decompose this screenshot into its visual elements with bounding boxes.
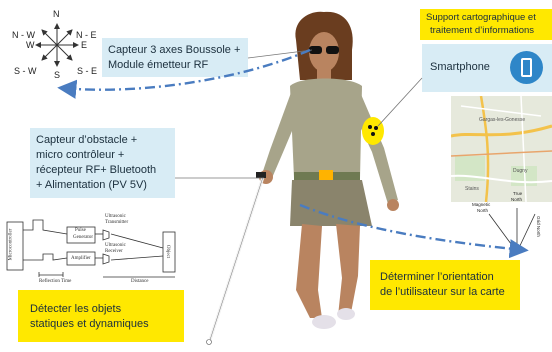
compass-label-s: S xyxy=(54,70,61,80)
compass-arrows xyxy=(35,23,79,67)
compass-label-nw: N - W xyxy=(12,30,35,40)
armband xyxy=(362,117,384,145)
circuit-receiver-2: Receiver xyxy=(105,249,123,254)
support-box: Support cartographique et traitement d’i… xyxy=(420,9,552,40)
capteur-obstacle-line3: récepteur RF+ Bluetooth xyxy=(36,164,157,176)
circuit-pulse-generator-1: Pulse xyxy=(75,228,86,233)
compass-label-e: E xyxy=(81,40,88,50)
arrow-to-compass xyxy=(57,48,311,99)
skirt-shape xyxy=(290,180,372,226)
smartphone-box: Smartphone xyxy=(422,44,552,92)
left-arm xyxy=(262,90,300,178)
circuit-receiver-1: Ultrasonic xyxy=(105,243,126,248)
capteur-boussole-line1: Capteur 3 axes Boussole + xyxy=(108,44,241,56)
capteur-obstacle-box: Capteur d’obstacle + micro contrôleur + … xyxy=(30,128,175,198)
map-label-1: Gargas-les-Gonesse xyxy=(479,117,526,123)
detecter-line1: Détecter les objets xyxy=(30,303,122,315)
circuit-amplifier: Amplifier xyxy=(71,256,91,261)
right-leg xyxy=(336,224,360,318)
compass-label-w: W xyxy=(26,40,35,50)
belt-sensor xyxy=(319,170,333,182)
compass-label-se: S - E xyxy=(77,66,98,76)
true-north-1: True xyxy=(513,191,523,196)
arrow-to-north xyxy=(299,203,529,259)
orientation-line2: de l’utilisateur sur la carte xyxy=(380,286,505,298)
sweater-shape xyxy=(290,78,362,178)
orientation-line1: Déterminer l’orientation xyxy=(380,271,494,283)
sunglasses-right xyxy=(326,46,339,54)
support-line2: traitement d’informations xyxy=(430,25,535,36)
detecter-box: Détecter les objets statiques et dynamiq… xyxy=(18,290,184,342)
compass-rose: N - W N N - E W E S - W S S - E xyxy=(0,0,110,90)
magnetic-north-2: North xyxy=(477,208,489,213)
circuit-pulse-generator-2: Generator xyxy=(73,235,93,240)
face-shape xyxy=(309,32,339,72)
circuit-transmitter-2: Transmitter xyxy=(105,220,129,225)
compass-label-sw: S - W xyxy=(14,66,37,76)
phone-icon xyxy=(510,51,543,84)
true-north-2: North xyxy=(511,197,523,202)
circuit-reflection-time: Reflection Time xyxy=(39,279,72,284)
circuit-lines xyxy=(6,219,176,278)
leader-boussole xyxy=(247,49,313,59)
circuit-transmitter-1: Ultrasonic xyxy=(105,214,126,219)
detecter-line2: statiques et dynamiques xyxy=(30,318,149,330)
support-line1: Support cartographique et xyxy=(426,12,536,23)
sunglasses-left xyxy=(309,46,322,54)
compass-label-ne: N - E xyxy=(76,30,97,40)
leader-smartphone xyxy=(377,77,423,127)
smartphone-label: Smartphone xyxy=(430,61,490,73)
capteur-boussole-box: Capteur 3 axes Boussole + Module émetteu… xyxy=(102,38,248,77)
capteur-obstacle-line2: micro contrôleur + xyxy=(36,149,125,161)
capteur-boussole-line2: Module émetteur RF xyxy=(108,59,209,71)
compass-label-n: N xyxy=(53,9,60,19)
right-shoe xyxy=(337,308,355,320)
capteur-obstacle-line1: Capteur d’obstacle + xyxy=(36,134,138,146)
map-label-2: Dugny xyxy=(513,168,528,174)
map-image: Gargas-les-Gonesse Dugny Stains xyxy=(451,96,552,202)
magnetic-north-1: Magnetic xyxy=(472,202,491,207)
capteur-obstacle-line4: + Alimentation (PV 5V) xyxy=(36,179,147,191)
map-label-3: Stains xyxy=(465,186,479,192)
ultrasonic-circuit-diagram: Microcontroller Pulse Generator Amplifie… xyxy=(3,212,183,287)
circuit-distance: Distance xyxy=(131,279,149,284)
left-shoe xyxy=(312,315,336,329)
left-leg xyxy=(296,224,322,318)
orientation-box: Déterminer l’orientation de l’utilisateu… xyxy=(370,260,520,310)
